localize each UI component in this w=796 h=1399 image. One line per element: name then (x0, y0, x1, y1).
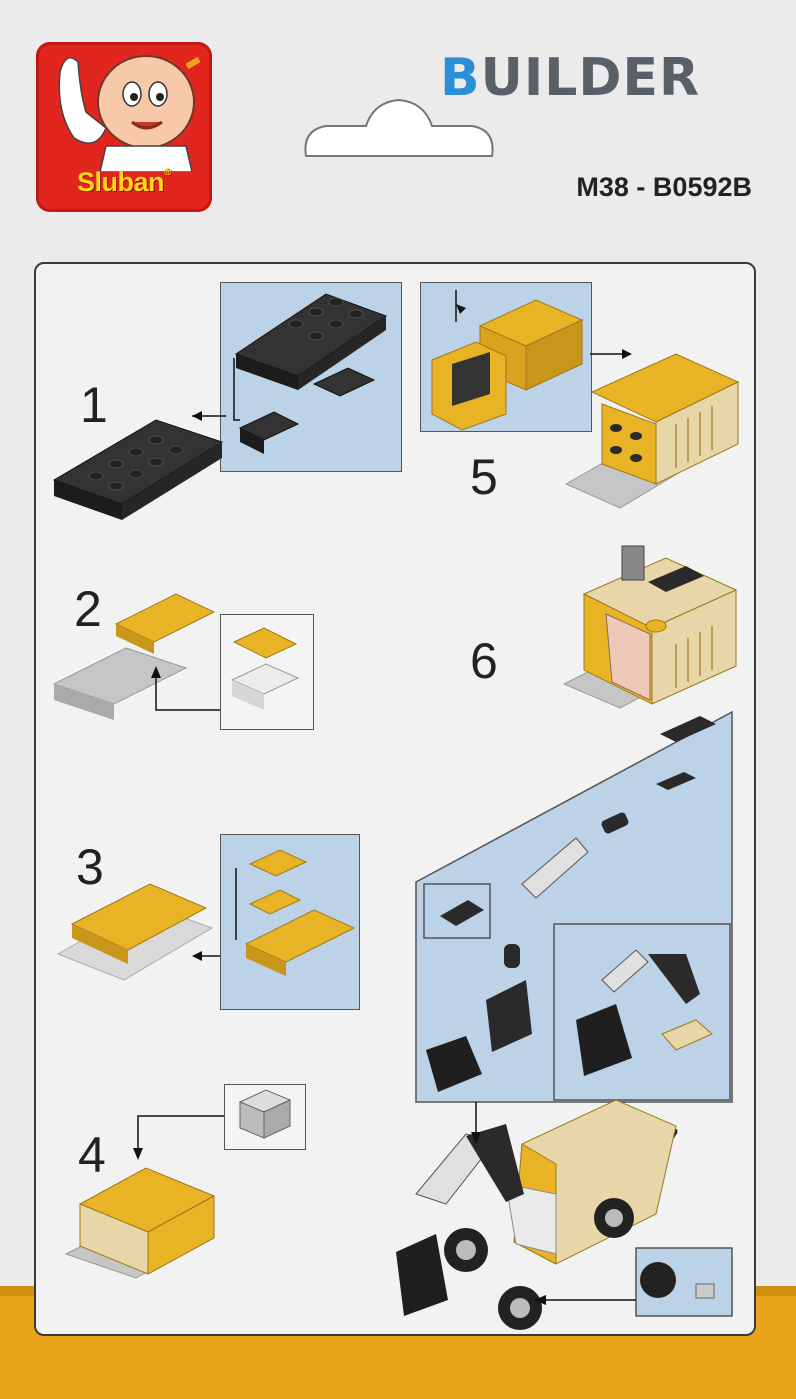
step-number-3: 3 (76, 839, 104, 895)
sluban-logo: Sluban® (36, 42, 212, 212)
step-7-illustration (396, 710, 733, 1330)
step-1-illustration (52, 293, 388, 520)
step-5-illustration (431, 290, 740, 509)
series-title: BUILDER (440, 48, 760, 108)
sluban-mascot-icon (58, 55, 201, 172)
step-6-illustration (562, 545, 738, 709)
instructions-panel: 1 2 (34, 262, 756, 1336)
logo-text: Sluban® (77, 167, 171, 197)
step-number-5: 5 (470, 449, 498, 505)
step-4-illustration (64, 1089, 292, 1279)
series-title-initial: B (440, 48, 481, 108)
step-number-4: 4 (78, 1127, 106, 1183)
step-number-1: 1 (80, 377, 108, 433)
hanging-hole-icon (304, 98, 494, 157)
series-title-rest: UILDER (480, 48, 701, 108)
step-2-illustration (52, 593, 300, 720)
step-number-2: 2 (74, 581, 102, 637)
step-3-illustration (56, 849, 356, 981)
step-number-6: 6 (470, 633, 498, 689)
model-number: M38 - B0592B (576, 172, 752, 202)
